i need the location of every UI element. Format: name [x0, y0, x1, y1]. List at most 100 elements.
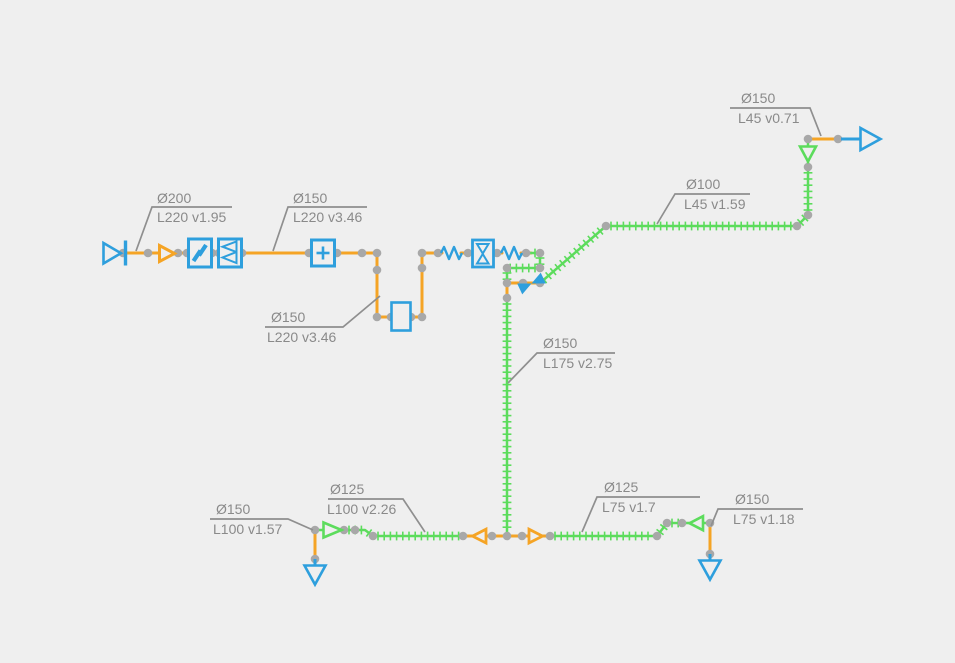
resistance-icon[interactable] [439, 245, 464, 261]
check-valve-icon[interactable] [797, 145, 819, 165]
pipe-hatch-tick [568, 251, 576, 260]
junction-node[interactable] [833, 134, 843, 144]
junction-node[interactable] [372, 312, 382, 322]
fitting-icon[interactable] [390, 301, 412, 332]
junction-node[interactable] [535, 263, 545, 273]
pipe-label-info[interactable]: L220 v3.46 [293, 209, 363, 225]
label-leader-line [272, 206, 367, 252]
junction-node[interactable] [545, 531, 555, 541]
junction-node[interactable] [803, 162, 813, 172]
butterfly-valve-icon[interactable] [517, 272, 546, 295]
pipe-label-diameter[interactable]: Ø150 [741, 90, 776, 106]
pipe-hatch-tick [573, 247, 581, 256]
pipe-hatch-tick [587, 235, 595, 244]
pipe-label-diameter[interactable]: Ø150 [735, 491, 770, 507]
junction-node[interactable] [677, 518, 687, 528]
junction-node[interactable] [487, 531, 497, 541]
junction-node[interactable] [463, 248, 473, 258]
pipe-label-info[interactable]: L75 v1.18 [733, 511, 795, 527]
check-valve-icon[interactable] [469, 526, 488, 546]
pipe-label-info[interactable]: L220 v1.95 [157, 209, 227, 225]
pipe-label-info[interactable]: L175 v2.75 [543, 355, 613, 371]
junction-node[interactable] [372, 248, 382, 258]
pipe-label-info[interactable]: L45 v0.71 [738, 110, 800, 126]
junction-node[interactable] [417, 248, 427, 258]
label-leader-line [210, 518, 314, 531]
pipe-hatch-tick [796, 218, 805, 227]
label-leader-line [265, 295, 381, 328]
pipe-label-diameter[interactable]: Ø200 [157, 190, 192, 206]
outlet-arrow-icon[interactable] [302, 559, 328, 588]
pipe-label-diameter[interactable]: Ø150 [216, 501, 251, 517]
junction-node[interactable] [173, 248, 183, 258]
resistance-icon[interactable] [499, 245, 524, 261]
pipe-label-info[interactable]: L100 v2.26 [327, 501, 397, 517]
pipe-hatch-tick [656, 528, 665, 536]
pipe-segment[interactable] [538, 165, 810, 285]
outlet-arrow-icon[interactable] [697, 554, 723, 583]
junction-node[interactable] [433, 248, 443, 258]
pipe-hatch-tick [365, 528, 373, 538]
inlet-reservoir-icon[interactable] [102, 240, 128, 266]
junction-node[interactable] [458, 531, 468, 541]
junction-node[interactable] [502, 263, 512, 273]
pipe-label-diameter[interactable]: Ø150 [271, 309, 306, 325]
check-valve-icon[interactable] [322, 520, 345, 540]
junction-node[interactable] [803, 210, 813, 220]
junction-node[interactable] [357, 248, 367, 258]
label-leader-line [730, 107, 822, 137]
pipe-label-info[interactable]: L75 v1.7 [602, 499, 656, 515]
meter-icon[interactable] [310, 238, 336, 268]
label-leader-line [581, 496, 700, 533]
junction-node[interactable] [368, 531, 378, 541]
label-leader-line [507, 352, 615, 384]
pipe-segment[interactable] [548, 521, 684, 538]
check-valve-icon[interactable] [527, 526, 546, 546]
pipe-label-diameter[interactable]: Ø125 [604, 479, 639, 495]
pipe-hatch-tick [591, 231, 599, 240]
valve-icon[interactable] [217, 237, 243, 269]
pipe-label-diameter[interactable]: Ø150 [543, 335, 578, 351]
pipe-label-info[interactable]: L220 v3.46 [267, 329, 337, 345]
junction-node[interactable] [372, 265, 382, 275]
label-leader-line [710, 508, 803, 527]
junction-node[interactable] [502, 293, 512, 303]
pipe-label-diameter[interactable]: Ø150 [293, 190, 328, 206]
pipe-hatch-tick [801, 214, 809, 222]
pipe-label-info[interactable]: L100 v1.57 [213, 521, 283, 537]
pipe-label-diameter[interactable]: Ø100 [686, 176, 721, 192]
junction-node[interactable] [350, 525, 360, 535]
junction-node[interactable] [521, 248, 531, 258]
pump-icon[interactable] [187, 237, 213, 269]
junction-node[interactable] [517, 531, 527, 541]
junction-node[interactable] [803, 134, 813, 144]
label-leader-line [656, 193, 750, 225]
pipe-hatch-tick [582, 239, 590, 248]
junction-node[interactable] [601, 221, 611, 231]
junction-node[interactable] [143, 248, 153, 258]
pipe-hatch-tick [544, 271, 552, 280]
check-valve-icon[interactable] [686, 514, 705, 533]
junction-node[interactable] [502, 531, 512, 541]
pipe-hatch-tick [554, 263, 562, 272]
junction-node[interactable] [417, 263, 427, 273]
junction-node[interactable] [417, 312, 427, 322]
hourglass-valve-icon[interactable] [471, 238, 495, 269]
junction-node[interactable] [662, 518, 672, 528]
pipe-hatch-tick [549, 267, 557, 276]
junction-node[interactable] [792, 221, 802, 231]
check-valve-icon[interactable] [158, 243, 178, 264]
pipe-hatch-tick [577, 243, 585, 252]
pipe-hatch-tick [596, 227, 604, 235]
pipe-label-info[interactable]: L45 v1.59 [684, 196, 746, 212]
pipe-hatch-tick [559, 259, 567, 268]
junction-node[interactable] [535, 248, 545, 258]
junction-node[interactable] [310, 525, 320, 535]
pipe-hatch-tick [659, 523, 668, 531]
label-leader-line [135, 206, 232, 252]
outlet-arrow-icon[interactable] [841, 125, 884, 153]
pipe-label-diameter[interactable]: Ø125 [330, 481, 365, 497]
junction-node[interactable] [502, 278, 512, 288]
junction-node[interactable] [652, 531, 662, 541]
